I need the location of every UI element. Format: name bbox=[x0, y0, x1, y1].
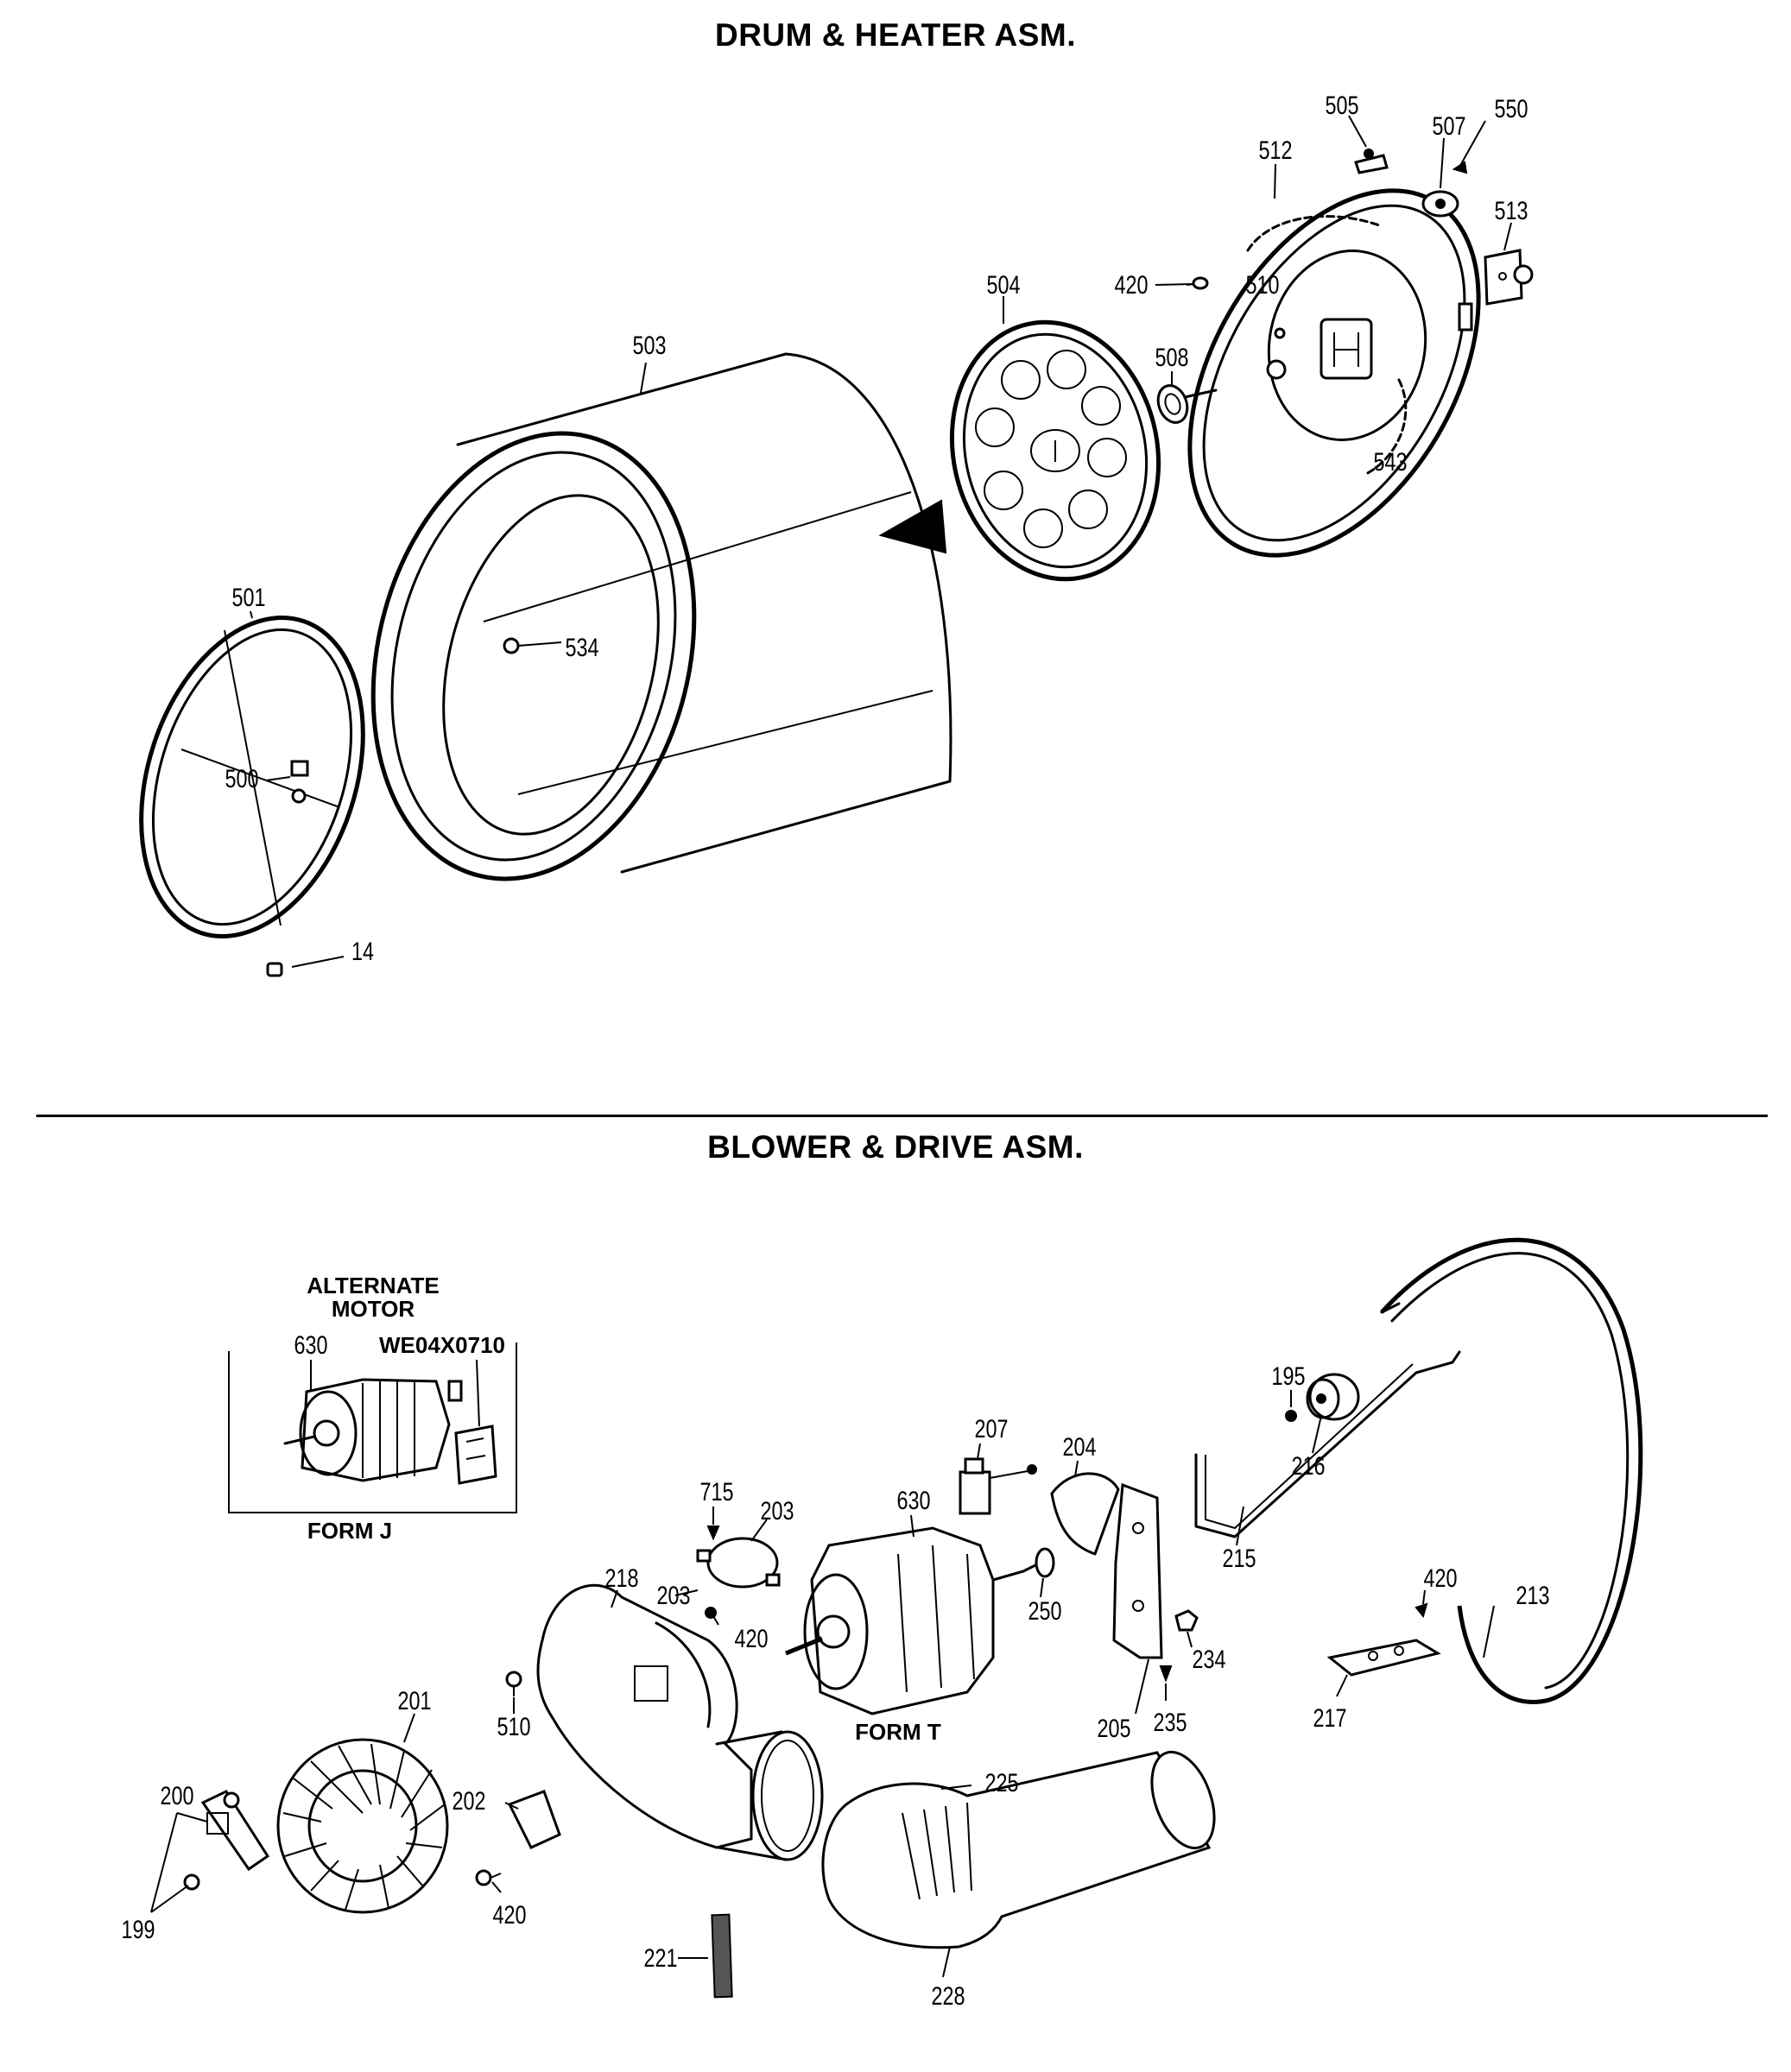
drum-cylinder bbox=[370, 352, 952, 881]
screw-195 bbox=[1285, 1410, 1297, 1422]
blower-vane bbox=[507, 1790, 561, 1849]
callout-199: 199 bbox=[121, 1915, 155, 1943]
screw-420-blower bbox=[475, 1869, 502, 1886]
drive-belt bbox=[1380, 1237, 1643, 1704]
callout-513: 513 bbox=[1494, 196, 1528, 224]
alternate-heading-2: MOTOR bbox=[332, 1296, 415, 1322]
rear-bulkhead bbox=[949, 319, 1161, 582]
screw-420-drum bbox=[1186, 276, 1209, 290]
callout-201: 201 bbox=[397, 1686, 431, 1715]
callout-195: 195 bbox=[1271, 1361, 1305, 1390]
blower-housing bbox=[536, 1583, 824, 1861]
drum-heater-title: DRUM & HEATER ASM. bbox=[714, 17, 1077, 53]
callout-543: 543 bbox=[1373, 447, 1407, 476]
alternate-motor-box: ALTERNATE MOTOR 630 WE04X0710 FORM J bbox=[228, 1273, 517, 1544]
callout-204: 204 bbox=[1062, 1432, 1096, 1461]
callout-217: 217 bbox=[1313, 1703, 1346, 1732]
callout-203-top: 203 bbox=[760, 1496, 794, 1525]
form-j-label: FORM J bbox=[307, 1518, 392, 1544]
callout-213: 213 bbox=[1516, 1581, 1549, 1609]
alternate-heading-1: ALTERNATE bbox=[307, 1273, 440, 1298]
callout-200: 200 bbox=[160, 1781, 193, 1810]
callout-234: 234 bbox=[1192, 1645, 1225, 1673]
callout-202: 202 bbox=[452, 1786, 485, 1815]
callout-221: 221 bbox=[643, 1943, 677, 1972]
screw-420-strap bbox=[705, 1607, 717, 1619]
callout-420-strap: 420 bbox=[734, 1624, 768, 1652]
callout-14: 14 bbox=[351, 937, 374, 965]
callout-420-blower: 420 bbox=[492, 1900, 526, 1929]
idler-pulley bbox=[1306, 1373, 1360, 1421]
callout-218: 218 bbox=[604, 1563, 638, 1592]
callout-630: 630 bbox=[896, 1486, 930, 1514]
heater-housing bbox=[1187, 188, 1481, 558]
motor-strap bbox=[696, 1537, 781, 1589]
callout-420-bracket: 420 bbox=[1423, 1563, 1457, 1592]
callout-203-bottom: 203 bbox=[656, 1581, 690, 1609]
callout-503: 503 bbox=[632, 331, 666, 359]
blower-bracket bbox=[200, 1790, 270, 1872]
callout-507: 507 bbox=[1432, 111, 1465, 140]
idler-arm bbox=[1194, 1350, 1461, 1538]
thermostat-505 bbox=[1354, 148, 1389, 174]
nut-234 bbox=[1174, 1609, 1199, 1632]
callout-534: 534 bbox=[565, 633, 598, 661]
idler-bracket bbox=[1326, 1602, 1441, 1677]
callout-630-alt: 630 bbox=[294, 1330, 327, 1359]
callout-501: 501 bbox=[231, 583, 265, 611]
blower-wheel bbox=[276, 1738, 449, 1914]
section-divider bbox=[36, 1115, 1768, 1117]
callout-215: 215 bbox=[1222, 1544, 1256, 1572]
callout-504: 504 bbox=[986, 270, 1020, 299]
callout-500: 500 bbox=[225, 764, 258, 793]
form-t-label: FORM T bbox=[855, 1719, 941, 1745]
callout-420-drum: 420 bbox=[1114, 270, 1148, 299]
callout-207: 207 bbox=[974, 1414, 1008, 1443]
callout-205: 205 bbox=[1097, 1714, 1130, 1742]
callout-715: 715 bbox=[699, 1477, 733, 1506]
front-drum-ring bbox=[139, 616, 365, 938]
callout-216: 216 bbox=[1291, 1451, 1325, 1480]
callout-228: 228 bbox=[931, 1981, 965, 2010]
filter-seal bbox=[711, 1913, 733, 1999]
blower-drive-title: BLOWER & DRIVE ASM. bbox=[707, 1129, 1084, 1165]
motor-mount bbox=[1050, 1472, 1163, 1659]
callout-250: 250 bbox=[1028, 1596, 1061, 1625]
screw-715 bbox=[706, 1526, 720, 1541]
callout-550: 550 bbox=[1494, 94, 1528, 123]
screw-235 bbox=[1159, 1665, 1173, 1683]
screw-510-blower bbox=[505, 1671, 522, 1696]
terminal-plate-513 bbox=[1484, 249, 1534, 306]
thermostat-507 bbox=[1421, 190, 1459, 218]
motor-switch bbox=[959, 1457, 1037, 1515]
screw-550 bbox=[1452, 161, 1468, 174]
part-number-we04x0710: WE04X0710 bbox=[379, 1332, 505, 1358]
callout-510-blower: 510 bbox=[497, 1712, 530, 1740]
drive-motor: FORM T bbox=[785, 1526, 1055, 1745]
nut-14 bbox=[266, 962, 283, 977]
callout-512: 512 bbox=[1258, 136, 1292, 164]
callout-225: 225 bbox=[984, 1768, 1018, 1797]
callout-508: 508 bbox=[1155, 343, 1188, 371]
exhaust-duct bbox=[821, 1750, 1216, 1949]
callout-235: 235 bbox=[1153, 1708, 1187, 1736]
callout-510-drum: 510 bbox=[1245, 270, 1279, 299]
callout-505: 505 bbox=[1325, 91, 1358, 119]
